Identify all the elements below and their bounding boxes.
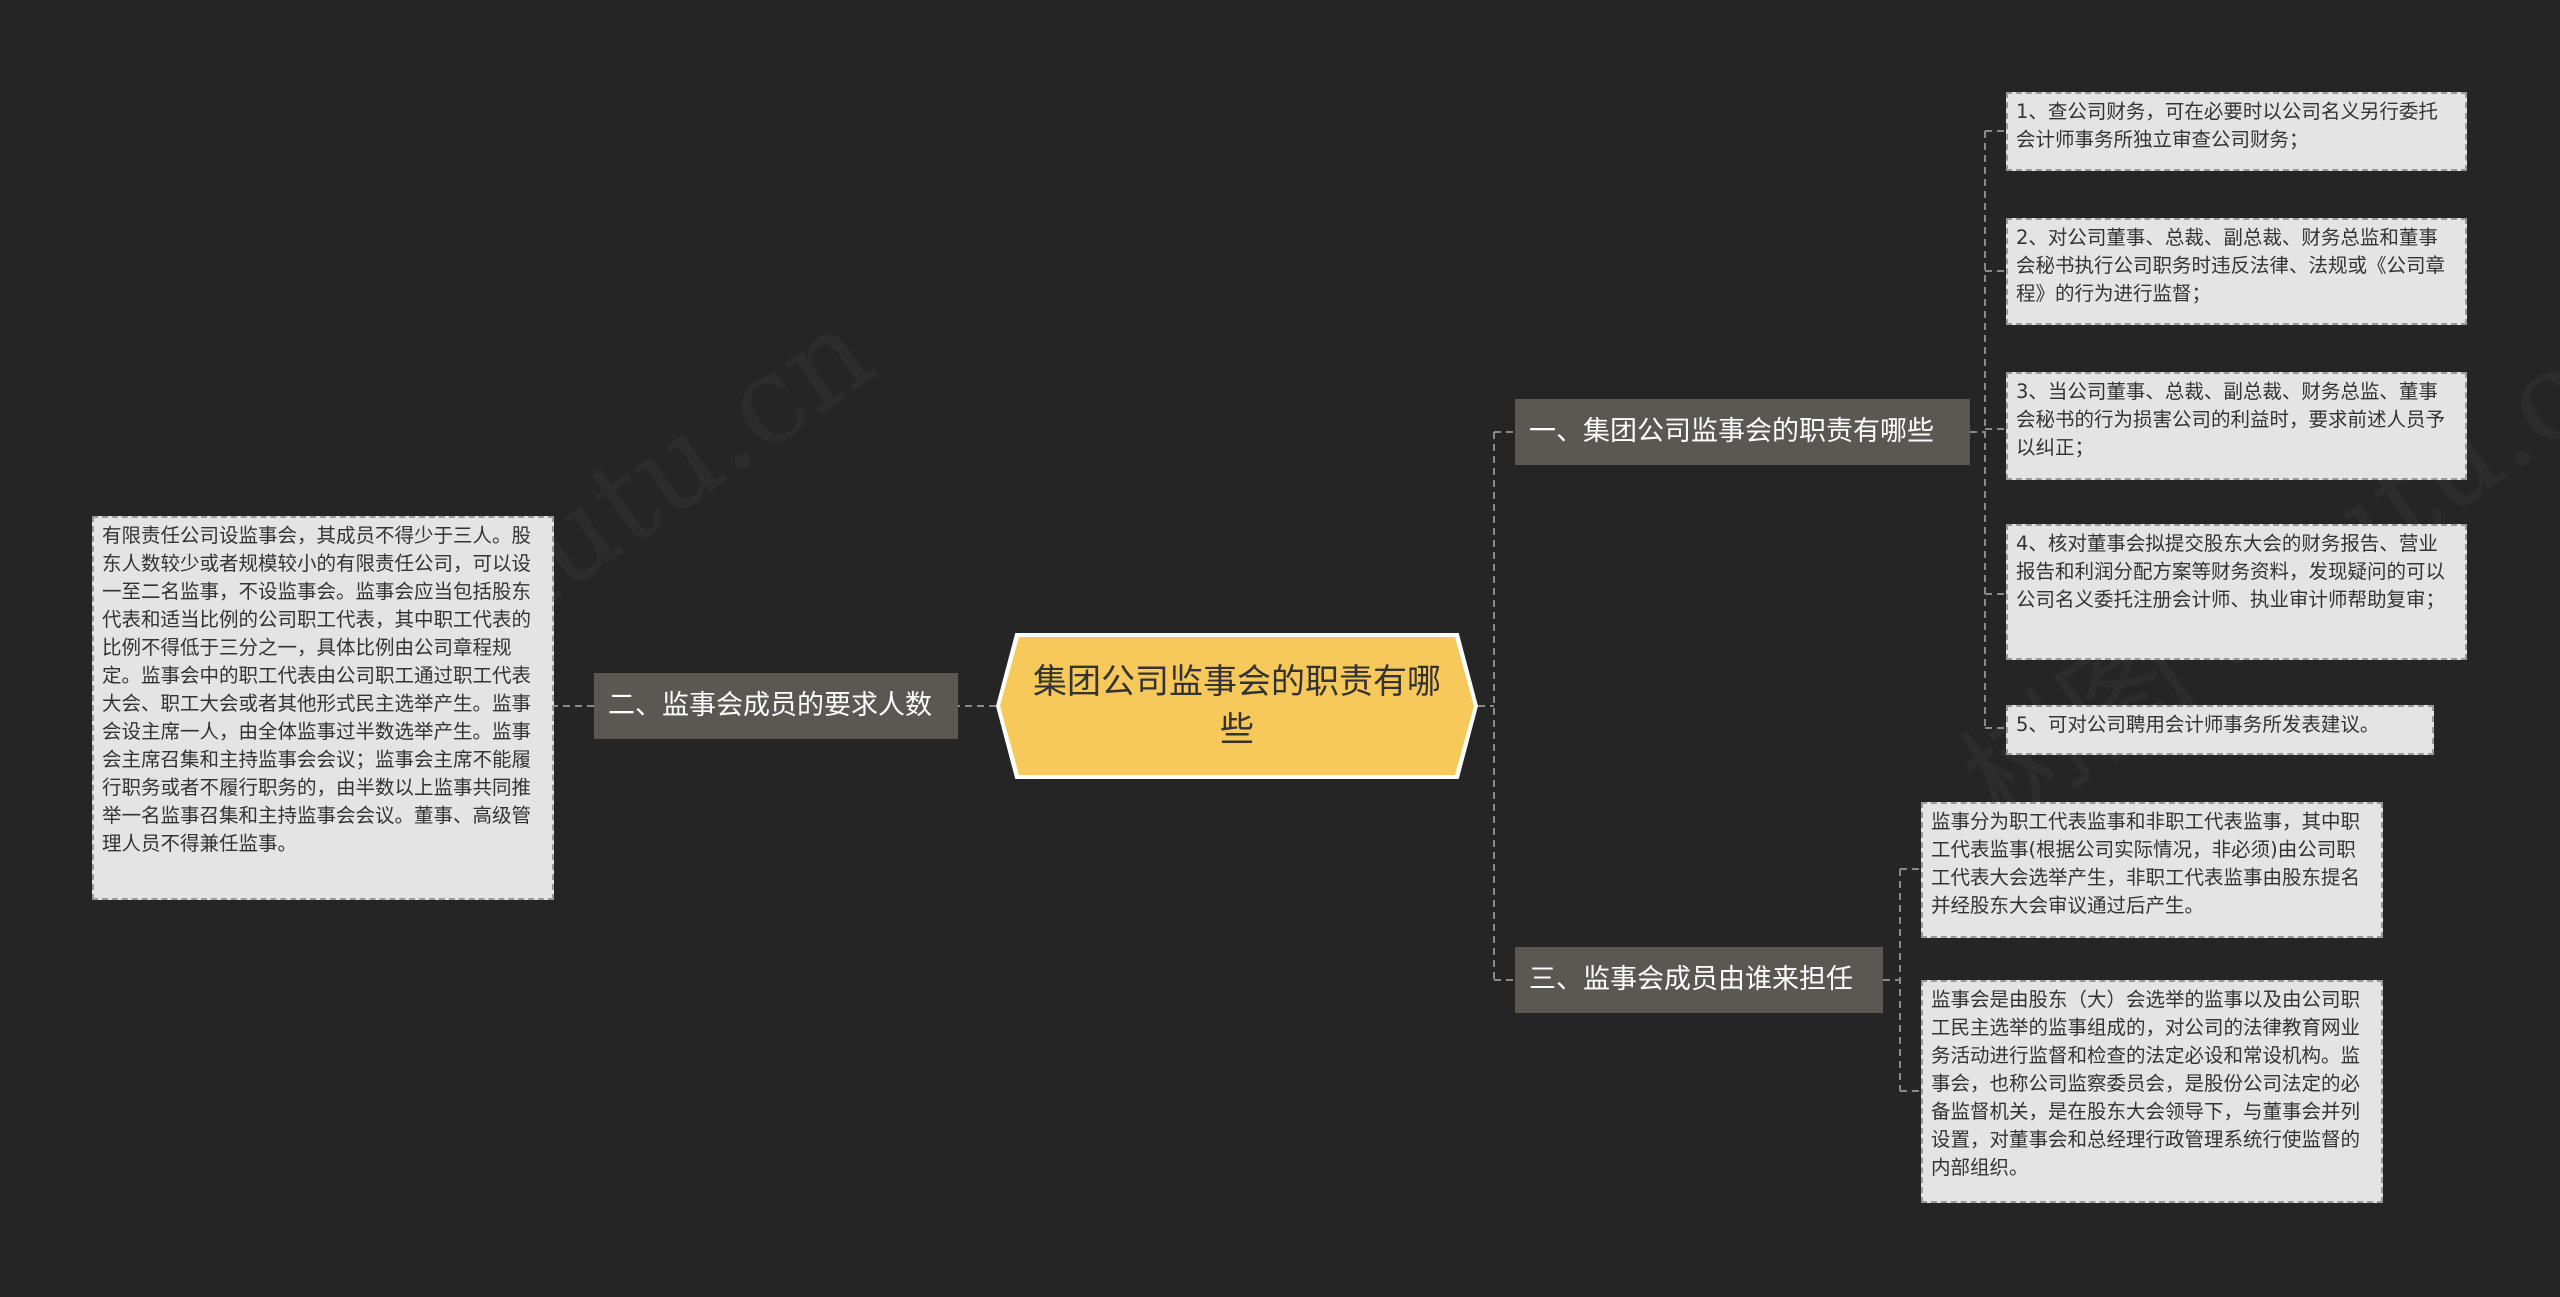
leaf-duty-3-text: 3、当公司董事、总裁、副总裁、财务总监、董事会秘书的行为损害公司的利益时，要求前… [2016, 380, 2446, 459]
branch-node-who-serves-label: 三、监事会成员由谁来担任 [1529, 964, 1853, 995]
leaf-member-count[interactable]: 有限责任公司设监事会，其成员不得少于三人。股东人数较少或者规模较小的有限责任公司… [92, 516, 554, 900]
root-node[interactable]: 集团公司监事会的职责有哪些 [1000, 637, 1474, 775]
leaf-duty-3[interactable]: 3、当公司董事、总裁、副总裁、财务总监、董事会秘书的行为损害公司的利益时，要求前… [2006, 372, 2467, 480]
leaf-who-serves-1[interactable]: 监事分为职工代表监事和非职工代表监事，其中职工代表监事(根据公司实际情况，非必须… [1921, 802, 2383, 938]
leaf-duty-5-text: 5、可对公司聘用会计师事务所发表建议。 [2016, 713, 2380, 736]
leaf-who-serves-1-text: 监事分为职工代表监事和非职工代表监事，其中职工代表监事(根据公司实际情况，非必须… [1931, 810, 2361, 917]
leaf-duty-4[interactable]: 4、核对董事会拟提交股东大会的财务报告、营业报告和利润分配方案等财务资料，发现疑… [2006, 524, 2467, 660]
root-node-label: 集团公司监事会的职责有哪些 [1033, 662, 1441, 750]
leaf-who-serves-2[interactable]: 监事会是由股东（大）会选举的监事以及由公司职工民主选举的监事组成的，对公司的法律… [1921, 980, 2383, 1203]
branch-node-duties-label: 一、集团公司监事会的职责有哪些 [1529, 416, 1934, 447]
leaf-member-count-text: 有限责任公司设监事会，其成员不得少于三人。股东人数较少或者规模较小的有限责任公司… [102, 524, 532, 855]
branch-node-who-serves[interactable]: 三、监事会成员由谁来担任 [1515, 947, 1883, 1013]
leaf-duty-1[interactable]: 1、查公司财务，可在必要时以公司名义另行委托会计师事务所独立审查公司财务； [2006, 92, 2467, 171]
leaf-duty-2[interactable]: 2、对公司董事、总裁、副总裁、财务总监和董事会秘书执行公司职务时违反法律、法规或… [2006, 218, 2467, 325]
leaf-duty-4-text: 4、核对董事会拟提交股东大会的财务报告、营业报告和利润分配方案等财务资料，发现疑… [2016, 532, 2446, 611]
branch-node-member-count[interactable]: 二、监事会成员的要求人数 [594, 673, 958, 739]
branch-node-member-count-label: 二、监事会成员的要求人数 [608, 690, 932, 721]
leaf-duty-5[interactable]: 5、可对公司聘用会计师事务所发表建议。 [2006, 705, 2434, 755]
leaf-duty-1-text: 1、查公司财务，可在必要时以公司名义另行委托会计师事务所独立审查公司财务； [2016, 100, 2438, 151]
leaf-who-serves-2-text: 监事会是由股东（大）会选举的监事以及由公司职工民主选举的监事组成的，对公司的法律… [1931, 988, 2361, 1179]
leaf-duty-2-text: 2、对公司董事、总裁、副总裁、财务总监和董事会秘书执行公司职务时违反法律、法规或… [2016, 226, 2446, 305]
branch-node-duties[interactable]: 一、集团公司监事会的职责有哪些 [1515, 399, 1970, 465]
